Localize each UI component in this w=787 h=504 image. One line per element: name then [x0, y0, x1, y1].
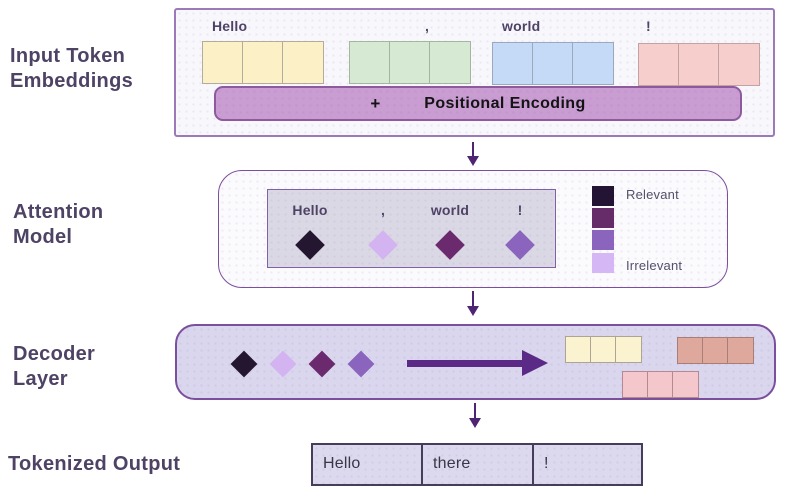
output-cell-hello: Hello: [313, 445, 423, 484]
embedding-cell: [573, 43, 613, 84]
embedding-cell: [719, 44, 759, 85]
plus-operator: +: [370, 93, 381, 113]
embedding-cells-world: [492, 42, 614, 85]
decoder-block-yellow: [565, 336, 642, 363]
right-arrow-shaft: [407, 360, 522, 367]
embedding-cells-hello: [202, 41, 324, 84]
decoder-block-salmon: [677, 337, 754, 364]
down-arrow-head: [467, 156, 479, 166]
down-arrow-line: [474, 403, 476, 419]
token-label-comma: ,: [425, 18, 430, 34]
tokenized-output-table: Hello there !: [311, 443, 643, 486]
attention-label-comma: ,: [380, 202, 386, 218]
legend-label-irrelevant: Irrelevant: [626, 258, 683, 273]
attention-model-label: Attention Model: [13, 200, 103, 250]
embedding-cell: [566, 337, 591, 362]
embedding-cell: [678, 338, 703, 363]
decoder-block-pink: [622, 371, 699, 398]
decoder-layer-label-line1: Decoder: [13, 343, 96, 365]
embedding-cell: [728, 338, 753, 363]
tokenized-output-label: Tokenized Output: [8, 453, 181, 475]
attention-diamond-hello: [295, 230, 325, 260]
embedding-cell: [203, 42, 243, 83]
attention-label-hello: Hello: [292, 202, 328, 218]
right-arrow-head: [522, 350, 548, 376]
legend-swatch-3: [592, 230, 614, 250]
embedding-cell: [243, 42, 283, 83]
decoder-diamond-3: [308, 350, 336, 378]
token-label-hello: Hello: [212, 18, 248, 34]
down-arrow-line: [472, 142, 474, 157]
output-cell-exclamation: !: [544, 455, 549, 472]
embedding-cells-exclamation: [638, 43, 760, 86]
decoder-layer-label: Decoder Layer: [13, 342, 95, 392]
embedding-cell: [679, 44, 719, 85]
embedding-cell: [493, 43, 533, 84]
input-embeddings-label: Input Token Embeddings: [10, 44, 133, 94]
embedding-cell: [350, 42, 390, 83]
attention-diamond-world: [435, 230, 465, 260]
decoder-layer-panel: [175, 324, 776, 400]
legend-label-relevant: Relevant: [626, 187, 679, 202]
embedding-cells-comma: [349, 41, 471, 84]
embedding-cell: [623, 372, 648, 397]
decoder-diamond-1: [230, 350, 258, 378]
attention-diamond-comma: [368, 230, 398, 260]
embedding-cell: [591, 337, 616, 362]
embedding-cell: [648, 372, 673, 397]
decoder-diamond-4: [347, 350, 375, 378]
attention-label-world: world: [430, 202, 470, 218]
input-embeddings-label-line1: Input Token: [10, 45, 126, 67]
down-arrow-head: [469, 418, 481, 428]
embedding-cell: [673, 372, 698, 397]
positional-encoding-text: Positional Encoding: [424, 94, 586, 112]
embedding-cell: [390, 42, 430, 83]
attention-label-exclamation: !: [517, 202, 523, 218]
decoder-layer-label-line2: Layer: [13, 368, 68, 390]
attention-model-panel: Hello , world ! Relevant Irrelevant: [218, 170, 728, 288]
decoder-diamond-2: [269, 350, 297, 378]
positional-encoding-bar: + Positional Encoding: [214, 86, 742, 121]
input-embeddings-panel: Hello , world ! + Positional Encoding: [174, 8, 775, 137]
token-label-world: world: [502, 18, 541, 34]
embedding-cell: [283, 42, 323, 83]
attention-model-label-line2: Model: [13, 226, 73, 248]
embedding-cell: [616, 337, 641, 362]
down-arrow-line: [472, 291, 474, 307]
output-cell-there: there: [423, 445, 534, 484]
attention-model-label-line1: Attention: [13, 201, 104, 223]
legend-swatch-4: [592, 253, 614, 273]
down-arrow-head: [467, 306, 479, 316]
token-label-exclamation: !: [646, 18, 651, 34]
legend-swatch-2: [592, 208, 614, 228]
input-embeddings-label-line2: Embeddings: [10, 70, 134, 92]
attention-diamond-exclamation: [505, 230, 535, 260]
embedding-cell: [703, 338, 728, 363]
legend-swatch-1: [592, 186, 614, 206]
attention-tokens-box: Hello , world !: [267, 189, 556, 268]
embedding-cell: [639, 44, 679, 85]
embedding-cell: [430, 42, 470, 83]
embedding-cell: [533, 43, 573, 84]
